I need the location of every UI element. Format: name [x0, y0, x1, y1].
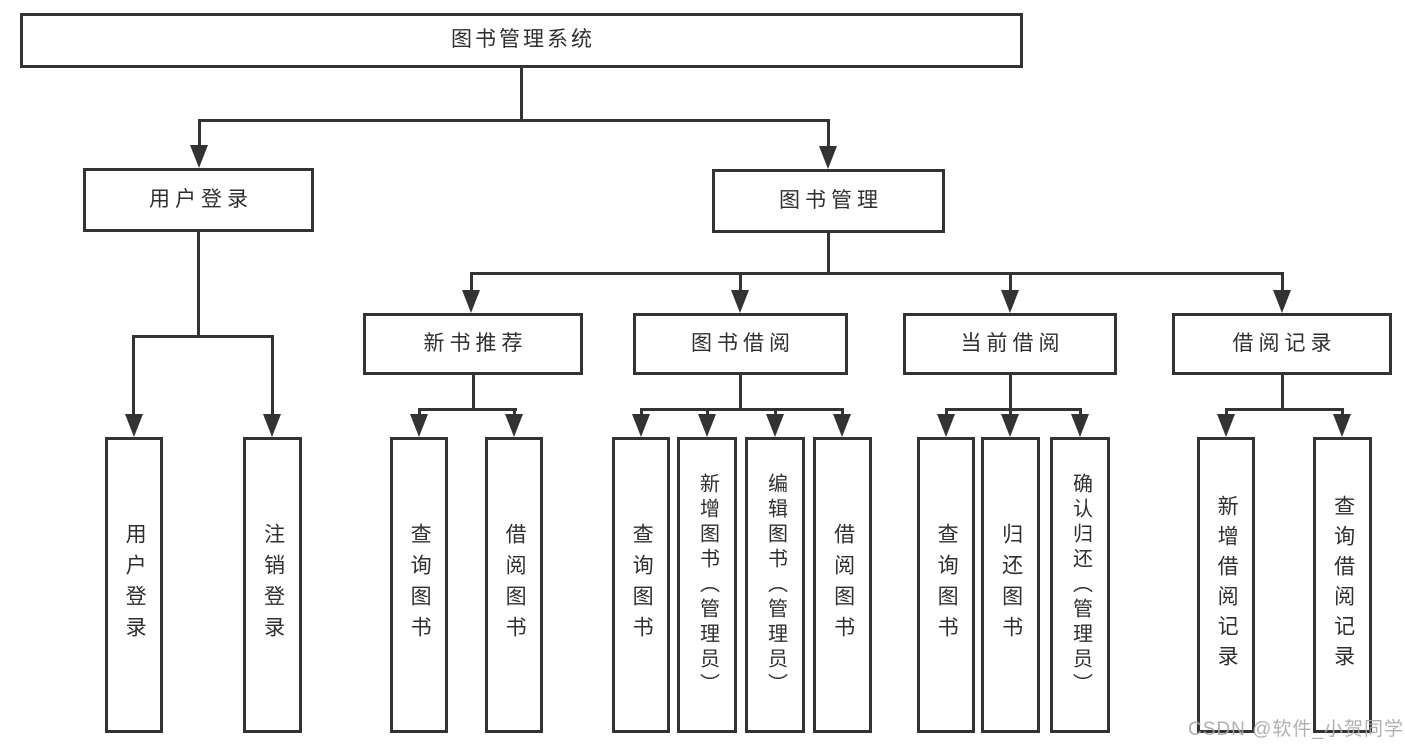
connector-arrow-shaft: [739, 272, 742, 291]
connector-arrow-shaft: [640, 408, 643, 415]
arrow-down-icon: [698, 414, 716, 437]
connector-root-stub: [520, 68, 523, 119]
connector-ul-stub: [197, 232, 200, 335]
node-user-login: 用户登录: [83, 168, 314, 232]
leaf-bb-borrow-book: 借阅图书: [813, 437, 872, 733]
arrow-down-icon: [833, 414, 851, 437]
connector-br-stub: [1281, 375, 1284, 408]
leaf-br-query-record: 查询借阅记录: [1313, 437, 1372, 733]
connector-arrow-shaft: [513, 408, 516, 415]
connector-arrow-shaft: [1341, 408, 1344, 415]
connector-arrow-shaft: [1009, 408, 1012, 415]
leaf-br-add-record: 新增借阅记录: [1197, 437, 1255, 733]
connector-arrow-shaft: [1281, 272, 1284, 291]
arrow-down-icon: [505, 414, 523, 437]
connector-bb-branch: [640, 408, 844, 411]
arrow-down-icon: [937, 414, 955, 437]
arrow-down-icon: [410, 414, 428, 437]
connector-level2-branch: [198, 119, 830, 122]
node-current-borrow: 当前借阅: [903, 313, 1117, 375]
connector-ul-branch: [132, 335, 274, 338]
leaf-bb-add-book-admin: 新增图书（管理员）: [677, 437, 737, 733]
leaf-bb-query-book: 查询图书: [612, 437, 670, 733]
node-book-management: 图书管理: [712, 169, 945, 233]
connector-arrow-shaft: [418, 408, 421, 415]
node-new-book-recommend: 新书推荐: [363, 313, 583, 375]
arrow-down-icon: [462, 290, 480, 313]
node-book-borrow: 图书借阅: [633, 313, 848, 375]
connector-bb-stub: [739, 375, 742, 408]
node-root-library-system: 图书管理系统: [20, 13, 1023, 68]
leaf-cb-confirm-return-admin: 确认归还（管理员）: [1050, 437, 1110, 733]
connector-nb-branch: [418, 408, 517, 411]
connector-arrow-shaft: [1009, 272, 1012, 291]
connector-arrow-shaft: [841, 408, 844, 415]
connector-bm-stub: [827, 233, 830, 272]
arrow-down-icon: [1273, 290, 1291, 313]
connector-arrow-shaft: [470, 272, 473, 291]
node-borrow-record: 借阅记录: [1172, 313, 1392, 375]
connector-arrow-shaft: [198, 119, 201, 146]
arrow-down-icon: [819, 146, 837, 169]
connector-arrow-shaft: [945, 408, 948, 415]
leaf-nb-query-book: 查询图书: [390, 437, 448, 733]
connector-arrow-shaft: [132, 335, 135, 415]
leaf-cb-query-book: 查询图书: [917, 437, 975, 733]
watermark-text: CSDN @软件_小贺同学: [1188, 719, 1404, 740]
arrow-down-icon: [125, 414, 143, 437]
arrow-down-icon: [1071, 414, 1089, 437]
connector-arrow-shaft: [271, 335, 274, 415]
arrow-down-icon: [632, 414, 650, 437]
arrow-down-icon: [1333, 414, 1351, 437]
leaf-bb-edit-book-admin: 编辑图书（管理员）: [745, 437, 805, 733]
arrow-down-icon: [766, 414, 784, 437]
connector-nb-stub: [472, 375, 475, 408]
arrow-down-icon: [1001, 414, 1019, 437]
connector-arrow-shaft: [1079, 408, 1082, 415]
arrow-down-icon: [731, 290, 749, 313]
connector-br-branch: [1225, 408, 1344, 411]
arrow-down-icon: [1001, 290, 1019, 313]
connector-arrow-shaft: [706, 408, 709, 415]
connector-arrow-shaft: [1225, 408, 1228, 415]
leaf-cb-return-book: 归还图书: [981, 437, 1040, 733]
connector-arrow-shaft: [827, 119, 830, 147]
leaf-logout: 注销登录: [243, 437, 302, 733]
leaf-nb-borrow-book: 借阅图书: [485, 437, 543, 733]
connector-cb-stub: [1009, 375, 1012, 408]
arrow-down-icon: [1217, 414, 1235, 437]
connector-cb-branch: [945, 408, 1082, 411]
connector-arrow-shaft: [774, 408, 777, 415]
connector-level3-branch: [470, 272, 1284, 275]
arrow-down-icon: [190, 145, 208, 168]
arrow-down-icon: [263, 414, 281, 437]
leaf-user-login: 用户登录: [105, 437, 163, 733]
